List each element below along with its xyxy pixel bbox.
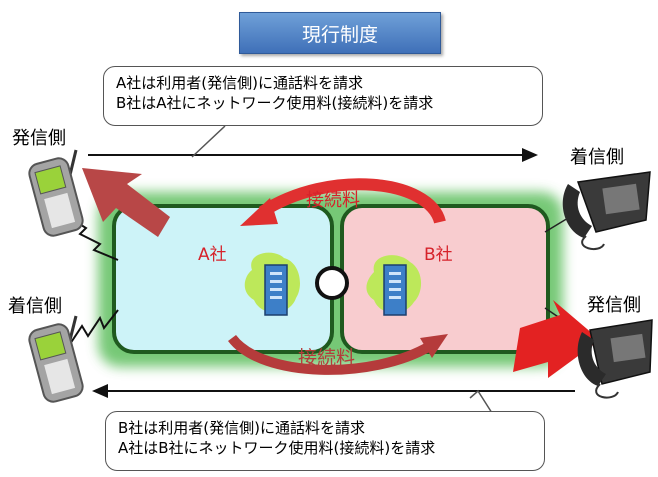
- billing-arrow-bottom-right: [513, 300, 600, 378]
- bottom-billing-note: B社は利用者(発信側)に通話料を請求 A社はB社にネットワーク使用料(接続料)を…: [105, 411, 545, 471]
- top-note-line-2: B社はA社にネットワーク使用料(接続料)を請求: [116, 94, 434, 112]
- server-a-icon: [244, 252, 300, 316]
- top-note-line-1: A社は利用者(発信側)に通話料を請求: [116, 74, 363, 92]
- desk-phone-icon-bottom: [577, 319, 653, 399]
- interconnect-node: [315, 266, 349, 300]
- fee-arrow-top: [240, 178, 446, 226]
- page-title: 現行制度: [239, 12, 441, 54]
- label-top-right-receiver: 着信側: [570, 147, 624, 168]
- bottom-note-line-2: A社はB社にネットワーク使用料(接続料)を請求: [118, 439, 436, 457]
- top-callout-pointer: [191, 125, 226, 158]
- fee-label-top: 接続料: [306, 190, 360, 211]
- top-billing-note: A社は利用者(発信側)に通話料を請求 B社はA社にネットワーク使用料(接続料)を…: [103, 66, 543, 126]
- wireless-bolt-top: [69, 217, 119, 261]
- call-arrow-bottom: [92, 384, 575, 398]
- label-bottom-right-caller: 発信側: [587, 295, 641, 316]
- fee-label-bottom: 接続料: [298, 347, 356, 369]
- label-bottom-left-receiver: 着信側: [8, 296, 62, 317]
- bottom-note-line-1: B社は利用者(発信側)に通話料を請求: [118, 419, 365, 437]
- carrier-a-label: A社: [198, 245, 227, 265]
- call-arrow-top: [88, 148, 538, 162]
- billing-arrow-top-left: [82, 168, 170, 237]
- carrier-b-label: B社: [424, 245, 453, 265]
- bottom-callout-pointer: [469, 389, 493, 414]
- mobile-phone-icon-top: [28, 149, 84, 237]
- fee-arrow-bottom: [228, 334, 448, 375]
- server-b-icon: [366, 255, 422, 316]
- mobile-phone-icon-bottom: [28, 315, 84, 403]
- desk-phone-icon-top: [562, 171, 651, 251]
- label-top-left-caller: 発信側: [12, 128, 66, 149]
- wireless-bolt-bottom: [69, 309, 119, 345]
